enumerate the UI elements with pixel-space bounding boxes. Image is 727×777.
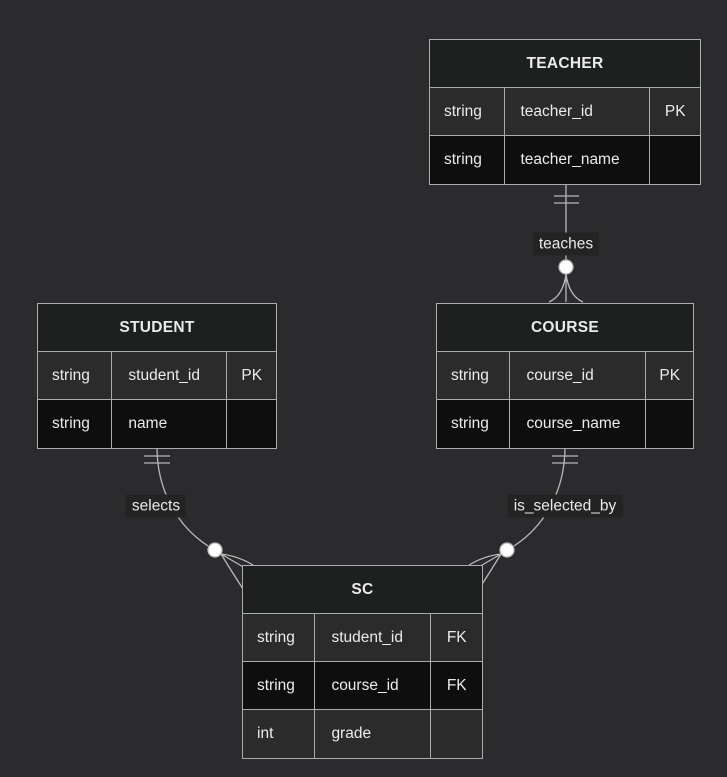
attribute-name-cell: teacher_id: [505, 88, 651, 135]
selects-one-marker: [144, 455, 170, 464]
attribute-type-cell: string: [430, 88, 505, 135]
attribute-name-cell: student_id: [112, 352, 228, 399]
attribute-name-cell: course_id: [510, 352, 647, 399]
relationship-label-teaches: teaches: [532, 232, 600, 256]
attribute-key-cell: FK: [446, 677, 467, 694]
attribute-type-cell: string: [437, 352, 511, 399]
relationship-label-is-selected-by: is_selected_by: [507, 494, 623, 518]
attribute-name-cell: name: [112, 400, 228, 448]
attribute-type-cell: string: [38, 400, 113, 448]
attribute-key-cell: PK: [241, 367, 263, 384]
attribute-type-cell: string: [437, 400, 511, 448]
relationship-label-selects: selects: [125, 494, 187, 518]
attribute-name-cell: grade: [315, 710, 432, 758]
is-selected-by-one-marker: [552, 455, 578, 464]
attribute-type-cell: string: [243, 662, 316, 709]
attribute-name-cell: course_name: [510, 400, 647, 448]
attribute-name-cell: teacher_name: [505, 136, 651, 184]
entity-title: SC: [243, 566, 482, 614]
teaches-zero-marker: [558, 259, 574, 275]
attribute-key-cell: PK: [664, 103, 686, 120]
entity-title: COURSE: [437, 304, 693, 352]
attribute-name-cell: course_id: [315, 662, 432, 709]
attribute-name-cell: student_id: [315, 614, 432, 661]
attribute-type-cell: string: [430, 136, 505, 184]
teaches-one-marker: [554, 195, 579, 204]
teaches-many-marker: [548, 273, 584, 303]
attribute-key-cell: [227, 400, 276, 448]
attribute-type-cell: string: [243, 614, 316, 661]
selects-many-marker: [220, 553, 254, 590]
attribute-type-cell: int: [243, 710, 316, 758]
entity-title: TEACHER: [430, 40, 700, 88]
selects-zero-marker: [207, 542, 223, 558]
is-selected-by-zero-marker: [499, 542, 515, 558]
attribute-key-cell: FK: [446, 629, 467, 646]
attribute-key-cell: [650, 136, 700, 184]
attribute-key-cell: PK: [659, 367, 681, 384]
attribute-type-cell: string: [38, 352, 113, 399]
attribute-key-cell: [431, 710, 482, 758]
entity-title: STUDENT: [38, 304, 276, 352]
attribute-key-cell: [646, 400, 693, 448]
